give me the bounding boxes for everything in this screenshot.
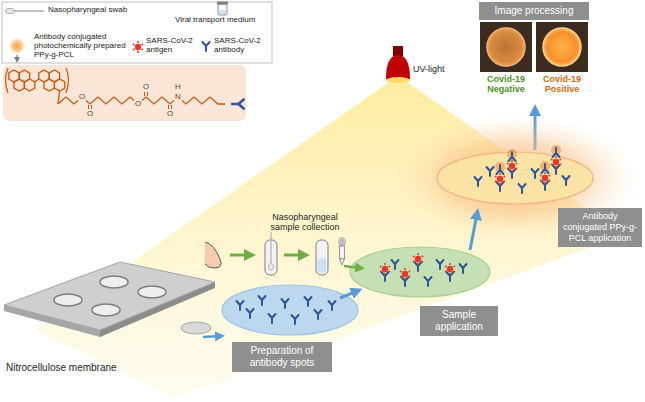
atom-label: O	[142, 83, 150, 91]
box-text: Preparation of antibody spots	[236, 345, 328, 369]
process-box: Preparation of antibody spots	[232, 342, 332, 372]
legend-text: SARS-CoV-2 antibody	[214, 37, 270, 55]
text-label: Covid-19 Negative	[480, 74, 532, 95]
box-text: Antibody conjugated PPy-g-PCL applicatio…	[562, 211, 638, 243]
atom-label: N	[174, 93, 182, 101]
text-label: Covid-19 Positive	[536, 74, 588, 95]
process-box: Sample application	[420, 306, 498, 336]
atom-label: O	[134, 100, 142, 108]
atom-label: H	[174, 83, 182, 91]
atom-label: O	[166, 110, 174, 118]
box-text: Image processing	[483, 5, 585, 17]
text-label: Nitrocellulose membrane	[6, 362, 166, 374]
atom-label: O	[78, 93, 86, 101]
legend-text: Antibody conjugated photochemically prep…	[34, 33, 130, 59]
text-label: Nasopharyngeal sample collection	[258, 212, 352, 233]
legend-text: Viral transport medium	[175, 16, 271, 25]
text-label: UV-light	[413, 64, 473, 74]
legend-text: SARS-CoV-2 antigen	[146, 37, 198, 55]
atom-label: O	[86, 110, 94, 118]
box-text: Sample application	[424, 309, 494, 333]
process-box: Antibody conjugated PPy-g-PCL applicatio…	[558, 208, 642, 247]
legend-text: Nasopharyngeal swab	[48, 6, 168, 15]
process-box: Image processing	[479, 2, 589, 20]
